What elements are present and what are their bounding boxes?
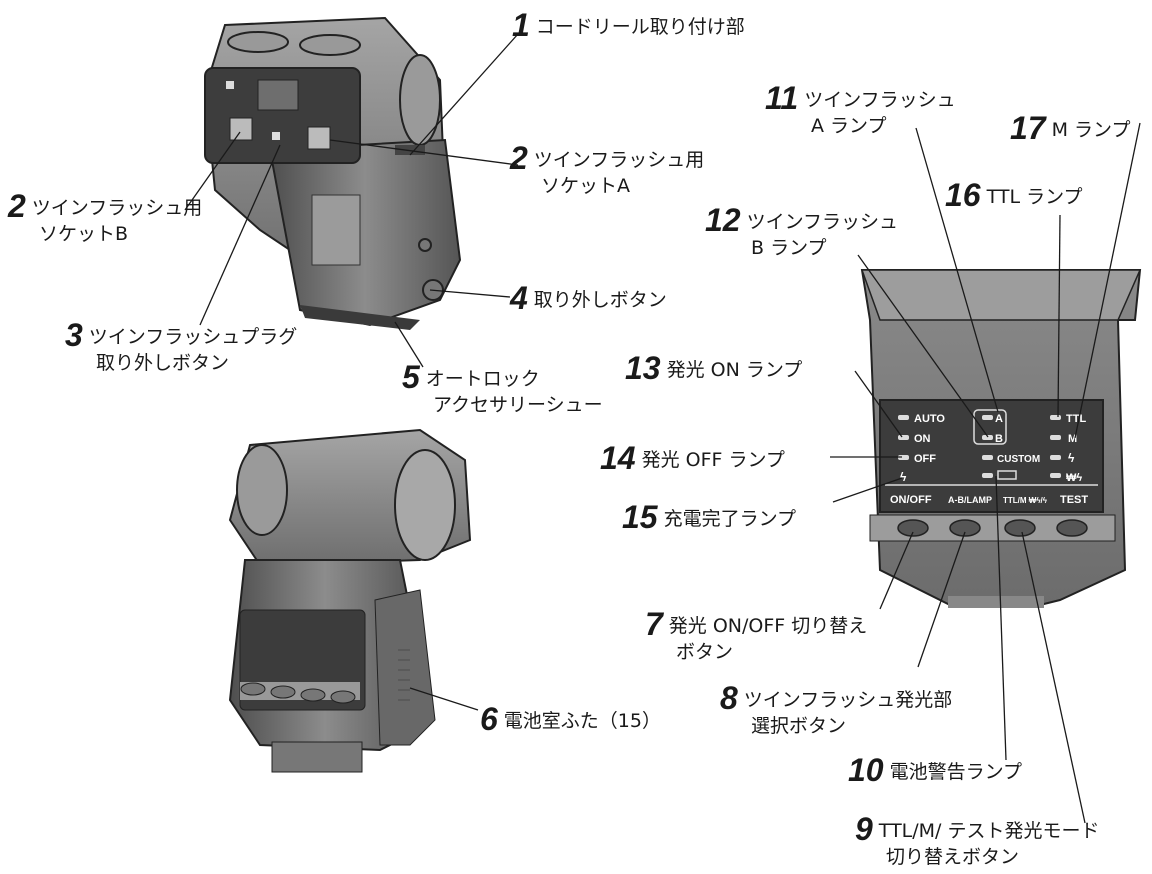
- panel-on-label: ON: [914, 433, 931, 445]
- callout-text: TTL/M/ テスト発光モード: [878, 820, 1100, 842]
- callout-number: 5: [402, 359, 420, 395]
- callout-number: 3: [65, 317, 83, 353]
- panel-auto-label: AUTO: [914, 413, 945, 425]
- callout-text: オートロック: [425, 368, 540, 390]
- callout-text: ツインフラッシュ発光部: [743, 689, 953, 711]
- panel-btn-ab-label: A-B/LAMP: [948, 495, 992, 505]
- callout-text: 電池室ふた（15）: [503, 710, 661, 732]
- flash-bottom-view: [228, 428, 472, 773]
- callout-number: 2: [510, 140, 528, 176]
- callout-text: ツインフラッシュプラグ: [88, 326, 298, 348]
- control-panel-closeup: AUTO ON OFF ϟ A B CUSTOM TTL M ϟ ₩ϟ ON/O…: [860, 269, 1142, 608]
- callout-number: 11: [765, 80, 799, 116]
- panel-ready-icon: ϟ: [900, 470, 907, 484]
- callout-number: 13: [625, 350, 661, 386]
- callout-text-line2: 選択ボタン: [751, 715, 847, 737]
- panel-btn-ttlm-label: TTL/M ₩ϟ/ϟ: [1003, 496, 1048, 505]
- callout-number: 6: [480, 701, 498, 737]
- panel-flash-icon: ϟ: [1068, 451, 1075, 465]
- callout-number: 15: [622, 499, 658, 535]
- callout-text-line2: ボタン: [676, 641, 734, 663]
- callout-number: 4: [510, 280, 528, 316]
- callout-text-line2: ソケットB: [39, 223, 129, 245]
- panel-a-label: A: [995, 413, 1003, 425]
- callout-text: 取り外しボタン: [533, 289, 667, 311]
- callout-text: 電池警告ランプ: [889, 761, 1023, 783]
- callout-text-line2: アクセサリーシュー: [433, 394, 603, 416]
- callout-number: 2: [8, 188, 26, 224]
- panel-custom-label: CUSTOM: [997, 454, 1040, 465]
- callout-number: 16: [945, 177, 981, 213]
- callout-number: 1: [512, 7, 530, 43]
- callout-number: 8: [720, 680, 738, 716]
- callout-text-line2: 取り外しボタン: [96, 352, 230, 374]
- panel-btn-test-label: TEST: [1060, 494, 1088, 506]
- callout-text: ツインフラッシュ用: [31, 197, 203, 219]
- callout-number: 12: [705, 202, 741, 238]
- callout-text-line2: 切り替えボタン: [886, 846, 1020, 868]
- callout-text: 発光 OFF ランプ: [641, 449, 785, 471]
- callout-text: ツインフラッシュ用: [533, 149, 705, 171]
- callout-text-line2: B ランプ: [751, 237, 827, 259]
- callout-text: 発光 ON/OFF 切り替え: [668, 615, 868, 637]
- callout-text: M ランプ: [1051, 119, 1131, 141]
- callout-text: ツインフラッシュ: [804, 89, 956, 111]
- callout-text-line2: A ランプ: [811, 115, 887, 137]
- panel-off-label: OFF: [914, 453, 936, 465]
- leader-lines: [184, 33, 1141, 824]
- panel-m-label: M: [1068, 433, 1077, 445]
- callout-number: 10: [848, 752, 884, 788]
- callout-text: ツインフラッシュ: [746, 211, 899, 233]
- panel-b-label: B: [995, 433, 1003, 445]
- callout-number: 14: [600, 440, 636, 476]
- callout-text: コードリール取り付け部: [535, 16, 745, 38]
- panel-ttl-label: TTL: [1066, 413, 1086, 425]
- callout-text-line2: ソケットA: [541, 175, 630, 197]
- callout-number: 9: [855, 811, 873, 847]
- callout-text: 発光 ON ランプ: [666, 359, 803, 381]
- panel-btn-onoff-label: ON/OFF: [890, 494, 932, 506]
- callout-number: 7: [645, 606, 663, 642]
- callout-number: 17: [1010, 110, 1046, 146]
- callout-text: TTL ランプ: [986, 186, 1083, 208]
- flash-top-view: [203, 16, 462, 330]
- panel-multi-icon: ₩ϟ: [1066, 472, 1082, 484]
- callout-text: 充電完了ランプ: [663, 508, 797, 530]
